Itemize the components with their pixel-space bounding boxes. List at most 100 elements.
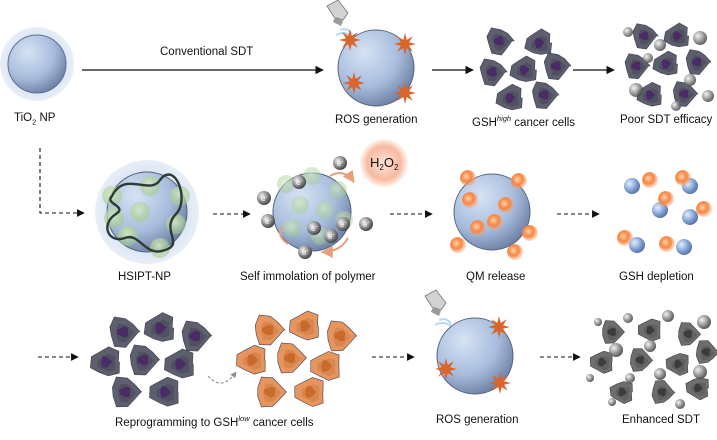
label-self-immolation: Self immolation of polymer — [240, 271, 376, 283]
label-conventional-sdt: Conventional SDT — [160, 46, 254, 58]
polymer-bead — [316, 201, 334, 219]
gsh-low-cell — [257, 376, 288, 408]
electron: e- — [298, 245, 312, 259]
poor-sdt-cells — [623, 22, 714, 111]
svg-text:e-: e- — [363, 220, 369, 229]
damaged-cell — [685, 377, 709, 401]
qm-dot — [511, 173, 527, 189]
gsh-depletion-spheres — [617, 170, 712, 255]
cancer-cell — [129, 344, 161, 376]
ros-burst — [394, 33, 416, 55]
debris — [594, 318, 602, 326]
polymer-bead — [130, 202, 150, 222]
h2o2-label: H2O2 — [370, 155, 399, 172]
cancer-cell — [509, 55, 537, 82]
polymer-bead — [166, 214, 186, 234]
damaged-cell — [665, 353, 689, 376]
electrons: e-e-e-e-e-e-e-e-e- — [257, 156, 373, 259]
label-gsh-depletion: GSH depletion — [619, 271, 694, 283]
electron: e- — [261, 214, 275, 228]
gsh-low-cell — [277, 342, 308, 374]
qm-sphere — [659, 236, 675, 252]
gsh-low-cell — [254, 314, 286, 346]
gsh-low-cell — [294, 377, 324, 407]
label-poor-sdt-efficacy: Poor SDT efficacy — [620, 114, 713, 126]
svg-text:e-: e- — [328, 232, 334, 241]
gsh-sphere — [624, 178, 640, 194]
label-tio2-np: TiO2 NP — [14, 112, 56, 127]
svg-text:e-: e- — [311, 224, 317, 233]
damaged-cell — [629, 348, 654, 372]
qm-dot — [460, 170, 476, 186]
cancer-cell — [486, 27, 515, 56]
qm-sphere — [696, 201, 712, 217]
svg-text:e-: e- — [302, 248, 308, 257]
label-ros-generation-2: ROS generation — [436, 414, 519, 426]
damaged-cell — [609, 381, 633, 405]
damaged-cell — [678, 322, 702, 346]
cancer-cell — [632, 23, 659, 50]
qm-dot — [498, 197, 514, 213]
debris — [693, 31, 707, 45]
debris — [586, 374, 594, 382]
cancer-cell — [652, 50, 678, 76]
ros-burst — [339, 29, 361, 51]
debris — [625, 373, 635, 383]
gsh-low-cell — [327, 320, 358, 352]
tio2-nanoparticle — [0, 27, 74, 101]
svg-text:e-: e- — [340, 220, 346, 229]
cancer-cell — [143, 312, 175, 342]
cancer-cell — [479, 58, 508, 87]
qm-dot — [507, 244, 523, 260]
polymer-bead — [303, 167, 321, 185]
debris — [693, 365, 707, 379]
qm-dot — [487, 214, 503, 230]
ros-burst — [394, 82, 416, 104]
cancer-cell — [495, 83, 523, 111]
dashed-arrow-to-hsipt — [39, 148, 85, 217]
cancer-cell — [685, 49, 712, 75]
qm-dot — [462, 192, 478, 208]
damaged-cell — [637, 318, 661, 342]
svg-text:e-: e- — [337, 159, 343, 168]
electron: e- — [324, 229, 338, 243]
label-reprogramming: Reprogramming to GSHlow cancer cells — [115, 414, 314, 429]
ros-burst — [343, 72, 365, 94]
ros-burst — [489, 372, 511, 394]
cancer-cell — [109, 316, 141, 348]
h2o2-bubble: H2O2 — [360, 139, 408, 187]
gsh-high-cells-row3 — [89, 312, 213, 408]
label-enhanced-sdt: Enhanced SDT — [622, 414, 700, 426]
gsh-sphere — [676, 239, 692, 255]
debris — [697, 315, 711, 329]
ultrasound-probe-icon-2 — [424, 289, 456, 332]
debris — [629, 83, 643, 97]
debris — [654, 39, 666, 51]
gsh-low-cancer-cells — [236, 310, 358, 408]
electron: e- — [307, 221, 321, 235]
polymer-bead — [150, 238, 170, 258]
damaged-cell — [651, 380, 676, 404]
qm-sphere — [642, 172, 658, 188]
enhanced-sdt-cells — [586, 310, 717, 409]
polymer-bead — [291, 196, 309, 214]
cancer-cell — [672, 81, 699, 107]
gsh-high-cancer-cells — [479, 27, 572, 111]
svg-text:e-: e- — [261, 194, 267, 203]
svg-text:e-: e- — [265, 217, 271, 226]
polymer-bead — [170, 186, 190, 206]
ros-nanoparticle-2 — [436, 317, 514, 395]
debris — [662, 310, 674, 322]
gsh-low-cell — [236, 344, 266, 375]
polymer-bead — [329, 181, 347, 199]
cancer-cell — [89, 346, 120, 377]
debris — [609, 343, 623, 357]
ros-burst — [488, 316, 510, 338]
qm-dot — [470, 220, 486, 236]
electron: e- — [292, 175, 306, 189]
qm-sphere — [658, 191, 674, 207]
polymer-bead — [277, 175, 295, 193]
debris — [702, 90, 714, 102]
